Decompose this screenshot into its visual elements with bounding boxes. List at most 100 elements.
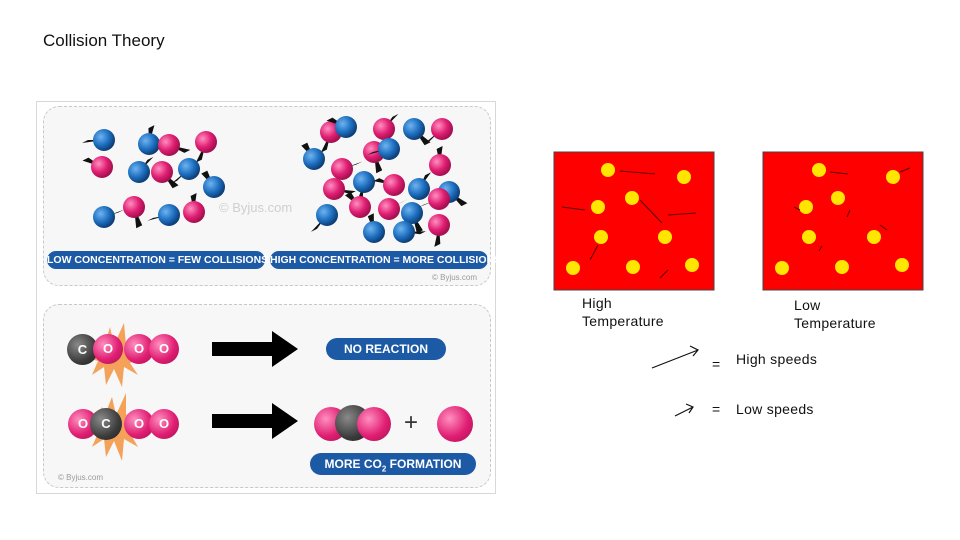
particle [812,163,826,177]
pink-molecule-ball [183,201,205,223]
low-temperature-label-line2: Temperature [794,315,876,331]
particle [677,170,691,184]
high-molecule [373,174,405,196]
blue-molecule-ball [303,148,325,170]
high-concentration-label: HIGH CONCENTRATION = MORE COLLISIONS [270,251,501,269]
particle [802,230,816,244]
high-temperature-label-line1: High [582,295,612,311]
pink-molecule-ball [91,156,113,178]
high-molecule [310,204,338,232]
motion-arrow [667,212,697,216]
blue-molecule-ball [316,204,338,226]
high-temperature-box [553,151,715,291]
blue-molecule-ball [335,116,357,138]
watermark-bottom: © Byjus.com [58,473,104,482]
collision-figure: © Byjus.com LOW CONCENTRATION = FEW COLL… [36,101,501,494]
motion-trail [419,172,432,189]
pink-molecule-ball [349,196,371,218]
motion-arrow [619,170,656,175]
particle [775,261,789,275]
oxygen-atom-bottom-3: O [149,409,179,439]
low-molecule [151,161,179,189]
more-co2-prefix: MORE CO [324,457,382,471]
motion-arrow [899,167,911,173]
blue-molecule-ball [138,133,160,155]
carbon-atom-bottom: C [90,408,122,440]
blue-molecule-ball [128,161,150,183]
legend-equals-low: = [712,401,721,417]
high-temperature-label: High Temperature [582,294,664,330]
high-molecule [417,188,450,210]
motion-arrow [793,206,801,211]
free-oxygen-atom [437,406,473,442]
motion-trail [147,215,169,221]
low-molecule [171,158,200,184]
high-molecule [301,142,325,170]
blue-molecule-ball [363,221,385,243]
motion-arrow [589,244,599,261]
blue-molecule-ball [158,204,180,226]
pink-molecule-ball [373,118,395,140]
watermark-top: © Byjus.com [432,273,478,282]
high-molecule [373,113,399,140]
blue-molecule-ball [408,178,430,200]
particle [831,191,845,205]
motion-arrow [846,209,851,218]
pink-molecule-ball [383,174,405,196]
particle [835,260,849,274]
motion-trail [104,209,125,217]
blue-molecule-ball [353,171,375,193]
center-watermark: © Byjus.com [219,200,293,215]
pink-molecule-ball [431,118,453,140]
motion-arrow [879,224,888,231]
low-molecule [82,129,115,151]
blue-molecule-ball [403,118,425,140]
pink-molecule-ball [151,161,173,183]
high-molecule [428,214,450,247]
blue-molecule-ball [203,176,225,198]
blue-molecule-ball [401,202,423,224]
high-molecule [393,221,426,243]
oxygen-atom-top-3: O [149,334,179,364]
particle [625,191,639,205]
low-molecule [138,125,160,155]
particle [591,200,605,214]
pink-molecule-ball [158,134,180,156]
legend-equals-high: = [712,356,721,372]
low-temperature-label-line1: Low [794,297,821,313]
high-molecule [424,118,453,144]
more-co2-subscript: 2 [381,464,387,474]
pink-molecule-ball [331,158,353,180]
motion-arrow [561,206,586,211]
pink-molecule-ball [378,198,400,220]
low-molecule [147,204,180,226]
blue-molecule-ball [178,158,200,180]
carbon-atom-top: C [67,334,98,365]
high-molecule [408,172,432,200]
particle [566,261,580,275]
motion-arrow [829,171,849,175]
high-concentration-molecules [301,113,468,247]
legend-low-speeds: Low speeds [736,401,814,417]
molecules-illustration [82,113,468,247]
blue-molecule-ball [378,138,400,160]
low-molecule [123,196,145,229]
pink-molecule-ball [195,131,217,153]
low-molecule [93,206,125,228]
particle [626,260,640,274]
motion-arrow [818,245,823,252]
temperature-particles [566,163,909,275]
motion-trail [320,132,331,153]
plus-sign: + [404,409,419,436]
low-temperature-box [762,151,924,291]
low-concentration-molecules [82,125,225,229]
high-molecule [326,116,357,138]
high-molecule [363,213,385,243]
high-molecule [331,158,363,180]
pink-molecule-ball [428,188,450,210]
low-molecule [158,134,191,156]
motion-arrows [561,167,911,279]
pink-molecule-ball [429,154,451,176]
low-molecule [183,193,205,223]
blue-molecule-ball [93,206,115,228]
